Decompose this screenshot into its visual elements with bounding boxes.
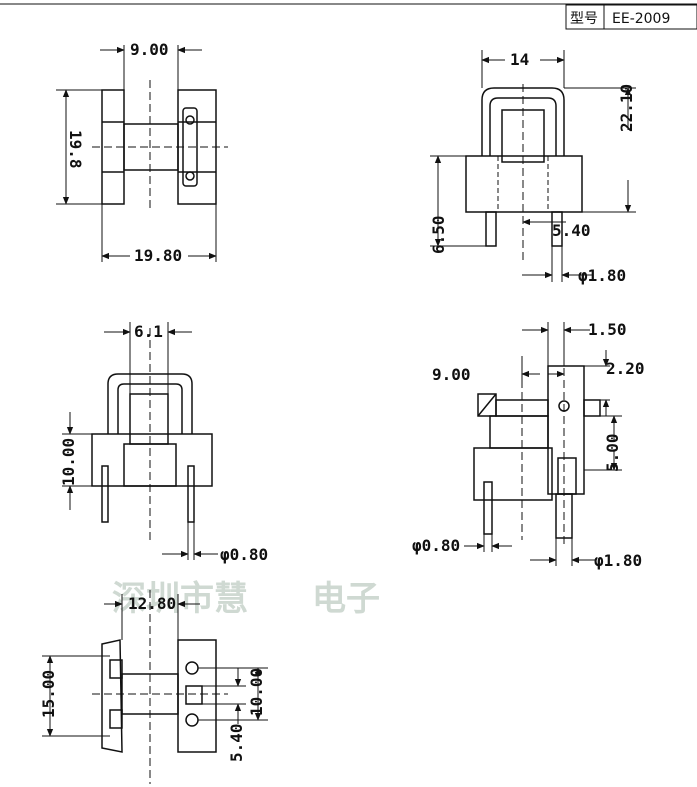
view-mid-right-dims [464, 322, 622, 566]
dim-mid-right-150: 1.50 [588, 320, 627, 339]
view-mid-left [91, 328, 213, 540]
view-top-left [92, 80, 228, 210]
dim-top-left-height: 19.8 [66, 130, 85, 169]
dim-mid-right-500: 5.00 [603, 433, 622, 472]
view-mid-left-dims [62, 322, 218, 560]
model-label: 型号 [570, 11, 598, 27]
dim-top-right-height-total: 22.10 [617, 84, 636, 132]
dim-mid-left-pin-dia: φ0.80 [220, 545, 268, 564]
view-top-right-dims [430, 50, 636, 282]
dim-bottom-left-height-outer: 15.00 [39, 670, 58, 718]
dim-top-right-width-top: 14 [510, 50, 529, 69]
watermark-company: 深圳市慧 [112, 579, 248, 619]
dim-mid-left-height: 10.00 [59, 438, 78, 486]
dim-mid-right-pin-large: φ1.80 [594, 551, 642, 570]
model-value: EE-2009 [612, 11, 670, 27]
dim-mid-right-pin-small: φ0.80 [412, 536, 460, 555]
dim-mid-right-900: 9.00 [432, 365, 471, 384]
dim-bottom-left-pin-spacing: 5.40 [227, 723, 246, 762]
dim-bottom-left-width: 12.80 [128, 594, 176, 613]
view-bottom-left-dims [42, 594, 268, 737]
dim-top-left-width-bottom: 19.80 [134, 246, 182, 265]
watermark-suffix: 电子 [312, 579, 380, 619]
dim-top-right-pin-dia: φ1.80 [578, 266, 626, 285]
dim-mid-right-220: 2.20 [606, 359, 645, 378]
dim-mid-left-width-top: 6.1 [134, 322, 163, 341]
dim-top-right-pin-spacing: 5.40 [552, 221, 591, 240]
view-top-left-dims [56, 45, 217, 262]
dim-bottom-left-height-inner: 10.00 [247, 668, 266, 716]
view-top-right [465, 84, 583, 260]
dim-top-right-height-base: 6.50 [429, 215, 448, 254]
dim-top-left-width-top: 9.00 [130, 40, 169, 59]
view-bottom-left [92, 590, 228, 784]
view-mid-right [473, 356, 601, 545]
title-block [0, 3, 697, 30]
